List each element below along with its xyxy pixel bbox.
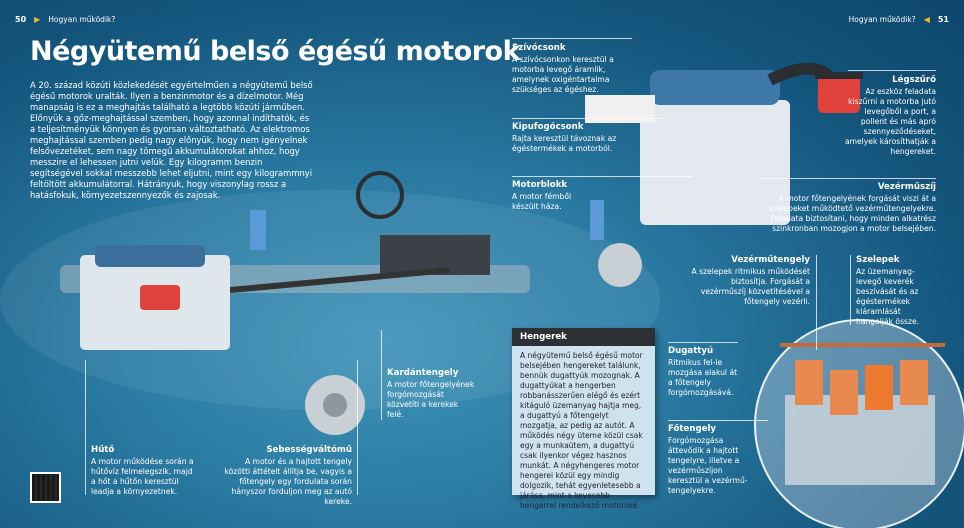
page-number-left: 50: [15, 15, 27, 24]
label-text: Rajta keresztül távoznak az égéstermékek…: [512, 134, 617, 153]
label-text: Az üzemanyag-levegő keverék beszívását é…: [856, 267, 920, 326]
label-title: Légszűrő: [892, 75, 936, 85]
leader-line: [85, 360, 86, 495]
leader-line: [850, 255, 851, 325]
section-title-left: Hogyan működik?: [48, 15, 116, 24]
label-sebessegvaltomu: Sebességváltómű A motor és a hajtott teng…: [222, 445, 352, 507]
qr-code[interactable]: [30, 472, 61, 503]
arrow-left-icon: ◀: [923, 15, 930, 24]
label-text: A szívócsonkon keresztül a motorba leveg…: [512, 55, 614, 94]
label-title: Vezérműtengely: [731, 255, 810, 265]
label-text: A motor főtengelyének forgómozgását közv…: [387, 380, 475, 419]
leader-line: [357, 360, 358, 495]
hengerek-info-box: Hengerek A négyütemű belső égésű motor b…: [512, 328, 655, 510]
info-box-title: Hengerek: [512, 328, 655, 346]
label-text: A motor főtengelyének forgását viszi át …: [768, 194, 936, 233]
leader-line: [848, 70, 936, 71]
leader-line: [816, 255, 817, 350]
label-title: Kipufogócsonk: [512, 122, 584, 132]
page-title: Négyütemű belső égésű motorok: [30, 36, 521, 67]
drive-shaft: [229, 267, 451, 293]
label-text: Az eszköz feladata kiszűrni a motorba ju…: [844, 87, 936, 156]
label-title: Szívócsonk: [512, 43, 566, 53]
small-engine-head: [95, 245, 205, 267]
leader-line: [381, 330, 382, 420]
page-header-right: Hogyan működik? ◀ 51: [849, 15, 949, 24]
label-text: A motor és a hajtott tengely közötti átt…: [224, 457, 352, 506]
section-title-right: Hogyan működik?: [848, 15, 916, 24]
fuel-tank: [380, 235, 490, 275]
label-title: Motorblokk: [512, 180, 568, 190]
arrow-right-icon: ▶: [34, 15, 41, 24]
leader-line: [512, 176, 692, 177]
label-text: Ritmikus fel-le mozgása alakul át a főte…: [668, 358, 738, 397]
leader-line: [512, 118, 662, 119]
label-szivocsonk: Szívócsonk A szívócsonkon keresztül a mot…: [512, 43, 632, 95]
leader-line: [512, 38, 632, 39]
label-text: A szelepek ritmikus működését biztosítja…: [691, 267, 810, 306]
small-air-filter: [140, 285, 180, 310]
engine-block: [640, 100, 790, 225]
label-text: A motor működése során a hűtővíz felmele…: [91, 457, 194, 496]
leader-line: [668, 420, 768, 421]
label-motorblokk: Motorblokk A motor fémből készült háza.: [512, 180, 582, 212]
air-filter: [818, 75, 860, 113]
piston-2: [830, 370, 858, 415]
label-vezermuszij: Vezérműszíj A motor főtengelyének forgásá…: [761, 182, 936, 234]
label-szelepek: Szelepek Az üzemanyag-levegő keverék besz…: [856, 255, 936, 327]
label-title: Dugattyú: [668, 346, 714, 356]
piston-1: [795, 360, 823, 405]
page-number-right: 51: [937, 15, 949, 24]
label-huto: Hűtő A motor működése során a hűtővíz fel…: [91, 445, 196, 497]
label-title: Sebességváltómű: [266, 445, 352, 455]
label-legszuro: Légszűrő Az eszköz feladata kiszűrni a mo…: [836, 75, 936, 157]
suspension-spring: [250, 210, 266, 250]
rear-spring: [590, 200, 604, 240]
label-text: A motor fémből készült háza.: [512, 192, 572, 211]
label-kardantengely: Kardántengely A motor főtengelyének forgó…: [387, 368, 477, 420]
label-title: Főtengely: [668, 424, 717, 434]
label-title: Kardántengely: [387, 368, 459, 378]
leader-line: [668, 342, 738, 343]
leader-line: [760, 178, 936, 179]
label-title: Szelepek: [856, 255, 900, 265]
cylinder-head: [650, 70, 780, 105]
label-vezermutengely: Vezérműtengely A szelepek ritmikus működé…: [690, 255, 810, 307]
piston-4: [900, 360, 928, 405]
piston-3: [865, 365, 893, 410]
steering-wheel: [356, 171, 404, 219]
page-header-left: 50 ▶ Hogyan működik?: [15, 15, 115, 24]
label-title: Vezérműszíj: [877, 182, 936, 192]
label-title: Hűtő: [91, 445, 115, 455]
rear-brake-disc: [598, 243, 642, 287]
label-text: Forgómozgása áttevődik a hajtott tengely…: [668, 436, 748, 495]
intro-text: A 20. század közúti közlekedését egyérte…: [30, 80, 313, 200]
info-box-text: A négyütemű belső égésű motor belsejében…: [520, 351, 643, 510]
